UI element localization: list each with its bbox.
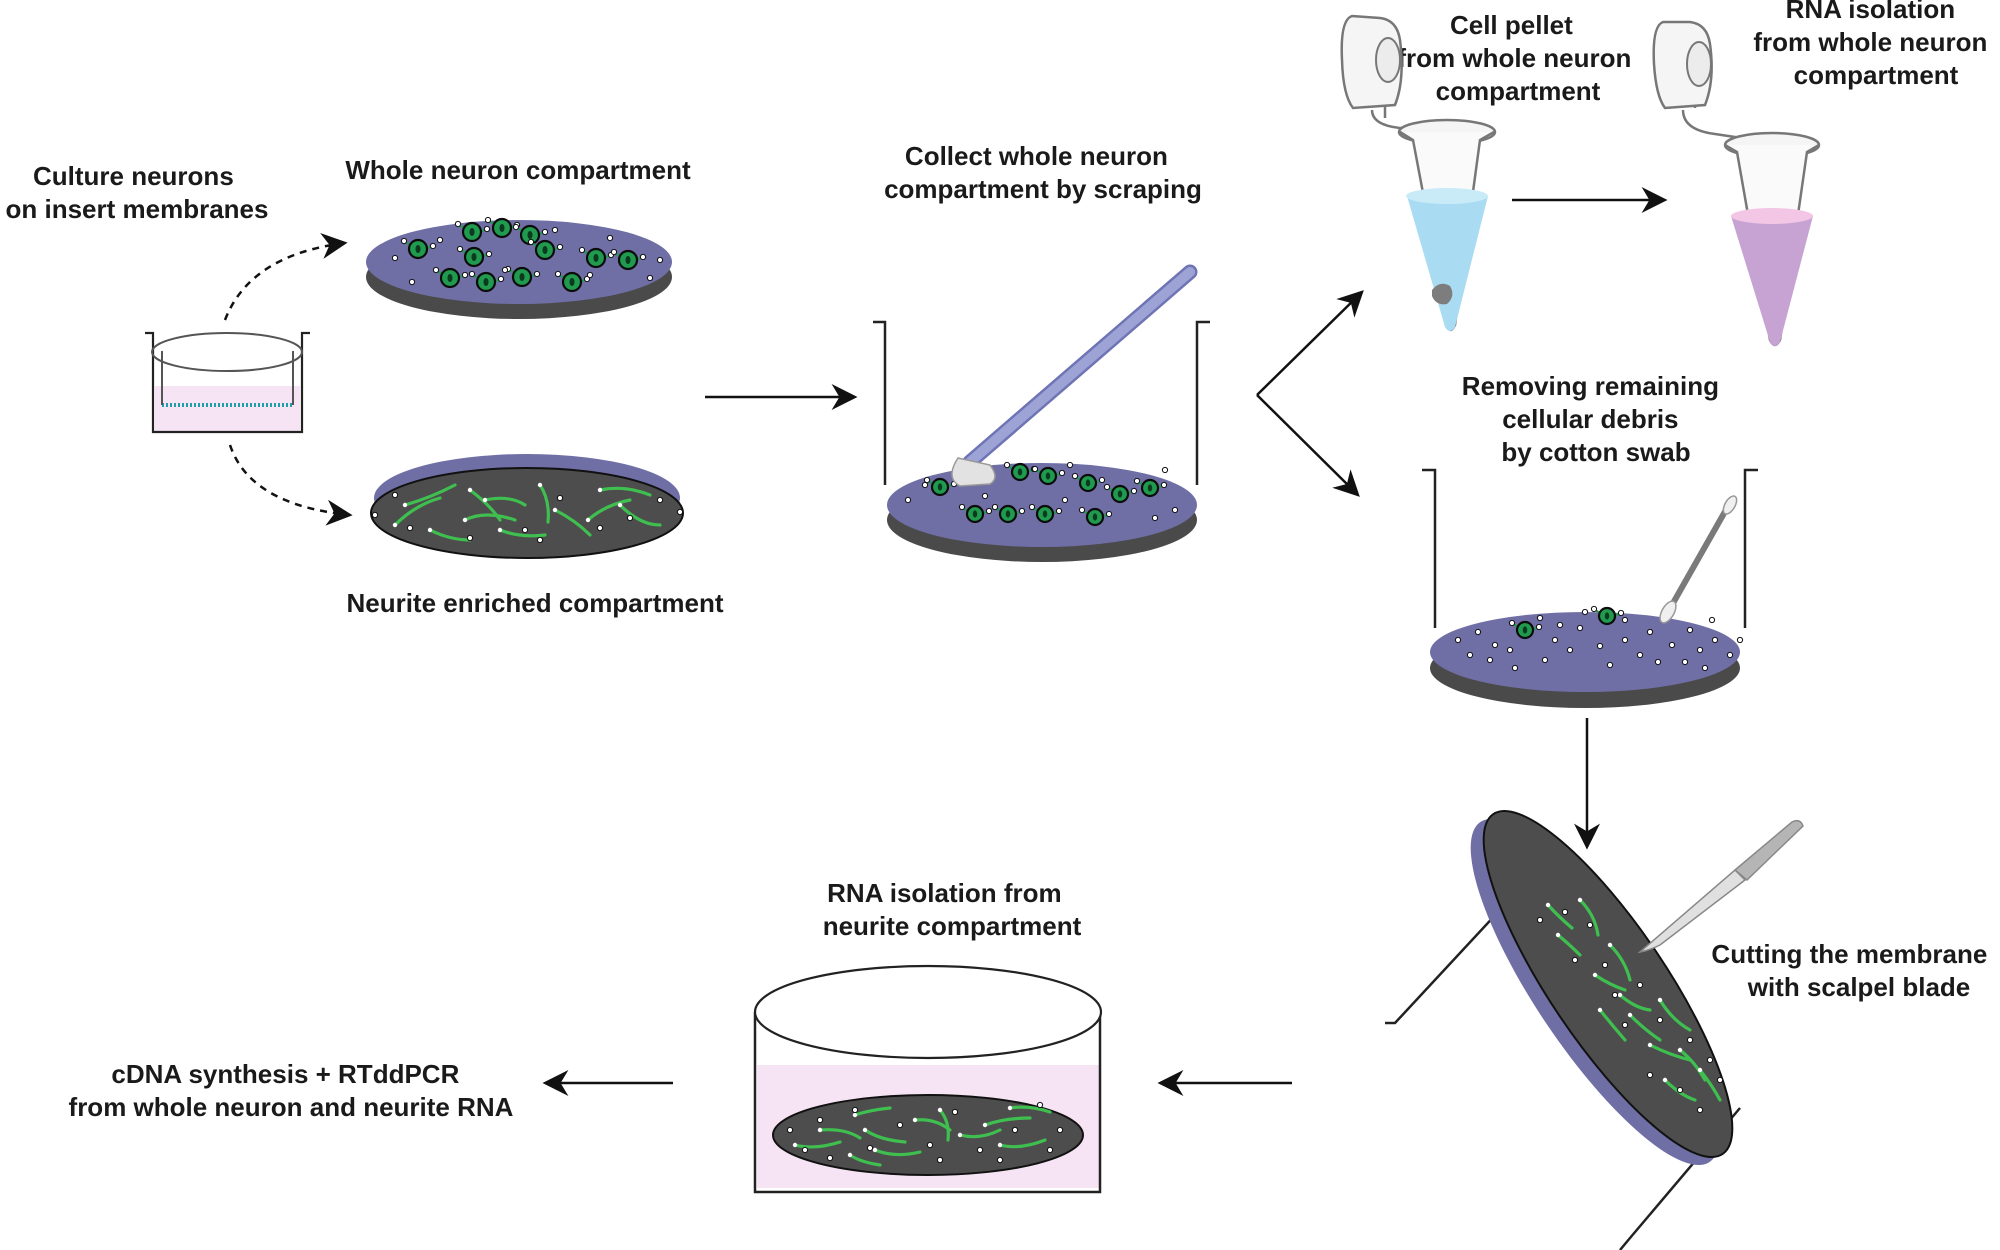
cutting-label-line: Cutting the membrane bbox=[1711, 939, 1987, 969]
cell-pellet-tube-icon bbox=[1340, 14, 1497, 332]
cell-scraper-icon bbox=[951, 264, 1198, 487]
neurite-membrane bbox=[370, 454, 684, 559]
rna-neurite-label-line: RNA isolation from bbox=[827, 878, 1061, 908]
cutting-insert bbox=[1385, 809, 1741, 1250]
cutting-label: Cutting the membrane with scalpel blade bbox=[1711, 939, 1994, 1002]
scraping-dish bbox=[873, 320, 1210, 562]
dashed-arrow-down bbox=[228, 444, 353, 526]
rna-neurite-label-line: neurite compartment bbox=[823, 911, 1082, 941]
culture-label-line: on insert membranes bbox=[6, 194, 269, 224]
neurite-fragments-cut bbox=[1536, 897, 1724, 1114]
swab-dish bbox=[1422, 468, 1758, 708]
cdna-label-line: cDNA synthesis + RTddPCR bbox=[111, 1059, 459, 1089]
removing-label-line: cellular debris bbox=[1502, 404, 1678, 434]
culture-label: Culture neurons on insert membranes bbox=[6, 161, 269, 224]
rna-neurite-dish bbox=[753, 964, 1103, 1194]
collect-label-line: Collect whole neuron bbox=[905, 141, 1168, 171]
removing-label-line: by cotton swab bbox=[1501, 437, 1690, 467]
neurite-compartment-label-line: Neurite enriched compartment bbox=[346, 588, 723, 618]
whole-compartment-label-line: Whole neuron compartment bbox=[345, 155, 691, 185]
neurite-fragments-bottom bbox=[371, 482, 684, 544]
cell-pellet-label-line: compartment bbox=[1436, 76, 1601, 106]
rna-whole-label-line: RNA isolation bbox=[1786, 0, 1955, 24]
rna-whole-label-line: compartment bbox=[1794, 60, 1959, 90]
removing-label-line: Removing remaining bbox=[1462, 371, 1719, 401]
debris-dots-swab bbox=[1454, 605, 1744, 672]
neuron-cells-top bbox=[391, 216, 664, 293]
culture-label-line: Culture neurons bbox=[33, 161, 234, 191]
cdna-label-line: from whole neuron and neurite RNA bbox=[69, 1092, 514, 1122]
rna-whole-label-line: from whole neuron bbox=[1753, 27, 1987, 57]
collect-label: Collect whole neuron compartment by scra… bbox=[884, 141, 1202, 204]
collect-label-line: compartment by scraping bbox=[884, 174, 1202, 204]
branch-arrow-down bbox=[1256, 394, 1360, 497]
neuron-cells-scrape bbox=[904, 461, 1179, 527]
neurite-fragments-rna bbox=[786, 1101, 1064, 1167]
cotton-swab-icon bbox=[1659, 495, 1738, 624]
branch-arrow-up bbox=[1256, 290, 1364, 396]
cell-pellet-label: Cell pellet from whole neuron compartmen… bbox=[1397, 10, 1638, 106]
neurite-compartment-label: Neurite enriched compartment bbox=[346, 588, 723, 618]
cell-pellet-label-line: Cell pellet bbox=[1450, 10, 1573, 40]
rna-neurite-label: RNA isolation from neurite compartment bbox=[823, 878, 1082, 941]
whole-compartment-label: Whole neuron compartment bbox=[345, 155, 691, 185]
rna-isolation-tube-icon bbox=[1652, 20, 1821, 347]
cutting-label-line: with scalpel blade bbox=[1747, 972, 1971, 1002]
cell-pellet-label-line: from whole neuron bbox=[1397, 43, 1631, 73]
dashed-arrow-up bbox=[223, 233, 348, 321]
culture-insert-icon bbox=[145, 331, 310, 434]
cdna-label: cDNA synthesis + RTddPCR from whole neur… bbox=[69, 1059, 514, 1122]
rna-whole-label: RNA isolation from whole neuron compartm… bbox=[1753, 0, 1994, 90]
scalpel-icon bbox=[1637, 819, 1804, 954]
removing-label: Removing remaining cellular debris by co… bbox=[1462, 371, 1726, 467]
